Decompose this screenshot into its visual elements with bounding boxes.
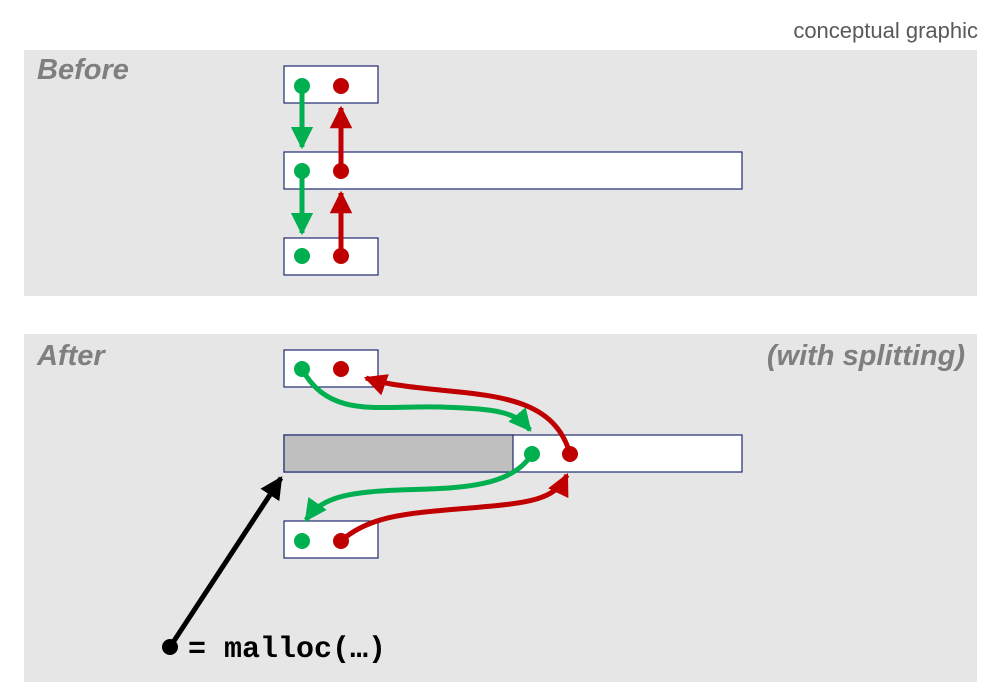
before-next-dot-bottom <box>294 248 310 264</box>
after-next-dot-bottom <box>294 533 310 549</box>
before-label: Before <box>37 54 129 86</box>
malloc-call-text: = malloc(…) <box>188 633 386 667</box>
after-prev-arrow-2 <box>339 472 570 543</box>
splitting-note: (with splitting) <box>766 340 965 372</box>
malloc-pointer: = malloc(…) <box>162 476 386 667</box>
before-blocks <box>283 65 743 276</box>
after-blocks <box>283 349 743 559</box>
malloc-dot <box>162 639 178 655</box>
before-prev-dot-bottom <box>333 248 349 264</box>
after-next-dot-top <box>294 361 310 377</box>
after-next-arrow-1 <box>299 367 532 432</box>
before-prev-pointers <box>329 78 353 264</box>
after-prev-dot-top <box>333 361 349 377</box>
after-prev-dot-middle <box>562 446 578 462</box>
after-prev-arrow-1 <box>363 374 573 455</box>
after-prev-pointers <box>333 361 578 549</box>
after-next-arrow-2 <box>303 452 535 522</box>
after-prev-dot-bottom <box>333 533 349 549</box>
before-next-pointers <box>290 78 314 264</box>
before-next-dot-middle <box>294 163 310 179</box>
caption: conceptual graphic <box>793 18 978 43</box>
before-free-block-middle <box>283 151 743 190</box>
after-label: After <box>37 340 105 372</box>
after-next-pointers <box>294 361 540 549</box>
before-prev-dot-top <box>333 78 349 94</box>
malloc-arrow <box>167 476 284 649</box>
after-allocated-part <box>283 434 514 473</box>
before-prev-dot-middle <box>333 163 349 179</box>
after-next-dot-middle <box>524 446 540 462</box>
before-next-dot-top <box>294 78 310 94</box>
